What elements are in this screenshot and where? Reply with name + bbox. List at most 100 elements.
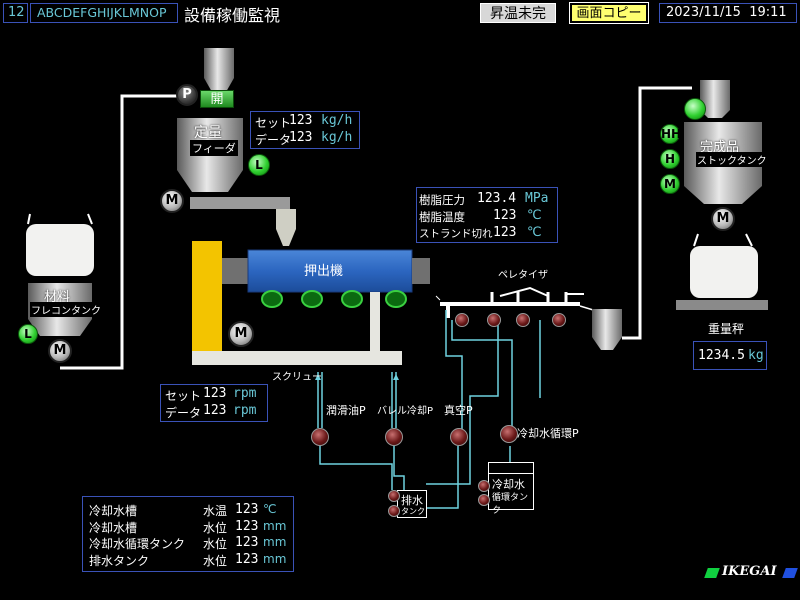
feeder-data-label: データ — [255, 133, 292, 147]
resin-pressure-value: 123.4 — [477, 191, 517, 206]
logo-text: IKEGAI — [722, 564, 777, 579]
water-row-name: 冷却水槽 — [89, 504, 138, 518]
stock-m-lamp: M — [660, 174, 680, 194]
stock-motor-icon[interactable]: M — [711, 207, 735, 231]
ikegai-logo: IKEGAI — [704, 564, 798, 580]
screw-data-value: 123 — [203, 403, 227, 418]
feeder-valve-open-indicator[interactable]: 開 — [200, 90, 234, 108]
screw-label: スクリュー — [272, 372, 322, 383]
strand-break-value: 123 — [493, 225, 517, 240]
water-row-kind: 水温 — [203, 504, 228, 518]
material-level-lamp: L — [18, 324, 38, 344]
stock-fill-lamp — [684, 98, 706, 120]
circulation-tank-label-bottom: 循環タンク — [492, 493, 529, 516]
screw-data-label: データ — [165, 406, 202, 420]
feeder-rate-panel: セット 123 kg/h データ 123 kg/h — [250, 111, 360, 149]
material-motor-icon[interactable]: M — [48, 339, 72, 363]
water-row-value: 123 — [235, 502, 259, 517]
pelletizer-roller-2 — [487, 313, 501, 327]
material-pipe — [60, 94, 178, 370]
pelletizer-label: ペレタイザ — [498, 270, 548, 281]
water-row-value: 123 — [235, 535, 259, 550]
resin-temp-value: 123 — [493, 208, 517, 223]
drain-pump-1-icon[interactable] — [388, 490, 400, 502]
water-row-unit: mm — [263, 551, 287, 566]
drain-tank-label-top: 排水 — [401, 494, 423, 507]
screw-set-unit: rpm — [233, 386, 257, 401]
drain-tank: 排水 タンク — [397, 490, 427, 518]
id-code-text: ABCDEFGHIJKLMNOP — [37, 5, 167, 20]
circ-tank-pump-1-icon[interactable] — [478, 480, 490, 492]
screw-data-unit: rpm — [233, 403, 257, 418]
barrel-cool-pump-icon[interactable] — [385, 428, 403, 446]
stock-label-bottom: ストックタンク — [696, 152, 768, 167]
cool-circ-pump-label: 冷却水循環P — [517, 427, 579, 440]
pelletizer-roller-1 — [455, 313, 469, 327]
lube-pump-icon[interactable] — [311, 428, 329, 446]
feeder-motor-icon[interactable]: M — [160, 189, 184, 213]
water-row-name: 排水タンク — [89, 553, 150, 568]
water-row-unit: mm — [263, 518, 287, 533]
feeder-pump-icon[interactable]: P — [176, 84, 198, 106]
feeder-data-unit: kg/h — [321, 130, 353, 145]
feeder-data-value: 123 — [289, 130, 313, 145]
datetime-box: 2023/11/15 19:11 — [659, 3, 797, 23]
stock-pipe — [622, 86, 692, 340]
scale-platform — [676, 300, 768, 310]
material-label-top: 材料 — [44, 290, 71, 305]
scale-label: 重量秤 — [708, 322, 745, 336]
cool-circ-pump-icon[interactable] — [500, 425, 518, 443]
screw-set-label: セット — [165, 389, 202, 403]
extruder-base — [192, 351, 402, 365]
pellet-hopper — [592, 309, 622, 337]
water-row-value: 123 — [235, 551, 259, 567]
extruder-barrel — [247, 249, 413, 293]
resin-temp-unit: ℃ — [527, 208, 542, 223]
logo-blue-mark — [782, 568, 798, 578]
strand-break-label: ストランド切れ — [419, 228, 493, 240]
water-row-name: 冷却水槽 — [89, 520, 138, 535]
feeder-set-label: セット — [255, 116, 292, 130]
circ-tank-pump-2-icon[interactable] — [478, 494, 490, 506]
pelletizer-roller-4 — [552, 313, 566, 327]
water-row-unit: mm — [263, 535, 287, 549]
pelletizer-roller-3 — [516, 313, 530, 327]
water-row-kind: 水位 — [203, 520, 228, 535]
stock-h-lamp: H — [660, 149, 680, 169]
extruder-motor-icon[interactable]: M — [228, 321, 254, 347]
logo-green-mark — [704, 568, 720, 578]
strand-break-unit: ℃ — [527, 225, 542, 240]
vacuum-pump-icon[interactable] — [450, 428, 468, 446]
water-row-value: 123 — [235, 518, 259, 534]
heating-status-button[interactable]: 昇温未完 — [480, 3, 556, 23]
stock-label-top: 完成品 — [700, 140, 740, 155]
feeder-set-value: 123 — [289, 113, 313, 128]
screen-number: 12 — [3, 3, 28, 23]
feeder-label-top: 定量 — [194, 125, 222, 141]
circulation-tank: 冷却水 循環タンク — [488, 462, 534, 516]
extruder-drive — [192, 241, 222, 351]
resin-pressure-unit: MPa — [525, 191, 549, 206]
circulation-tank-label-top: 冷却水 — [492, 478, 525, 491]
feeder-label-bottom: フィーダ — [190, 140, 238, 156]
drain-tank-label-bottom: タンク — [401, 507, 425, 516]
barrel-cool-pump-label: バレル冷却P — [377, 406, 434, 417]
screw-speed-panel: セット 123 rpm データ 123 rpm — [160, 384, 268, 422]
vacuum-pump-label: 真空P — [444, 404, 473, 417]
feeder-set-unit: kg/h — [321, 113, 353, 128]
strand-bath — [440, 302, 580, 306]
resin-panel: 樹脂圧力 123.4 MPa 樹脂温度 123 ℃ ストランド切れ 123 ℃ — [416, 187, 558, 243]
lube-pump-label: 潤滑油P — [326, 404, 366, 417]
water-row-kind: 水位 — [203, 537, 228, 551]
resin-pressure-label: 樹脂圧力 — [419, 193, 465, 207]
scale-unit: kg — [748, 348, 764, 363]
screen-copy-button[interactable]: 画面コピー — [569, 2, 649, 24]
water-row-kind: 水位 — [203, 553, 228, 568]
stock-bag — [690, 246, 758, 298]
screen-number-text: 12 — [8, 5, 25, 20]
page-title: 設備稼働監視 — [184, 6, 281, 25]
drain-pump-2-icon[interactable] — [388, 505, 400, 517]
heater-row — [261, 290, 407, 308]
